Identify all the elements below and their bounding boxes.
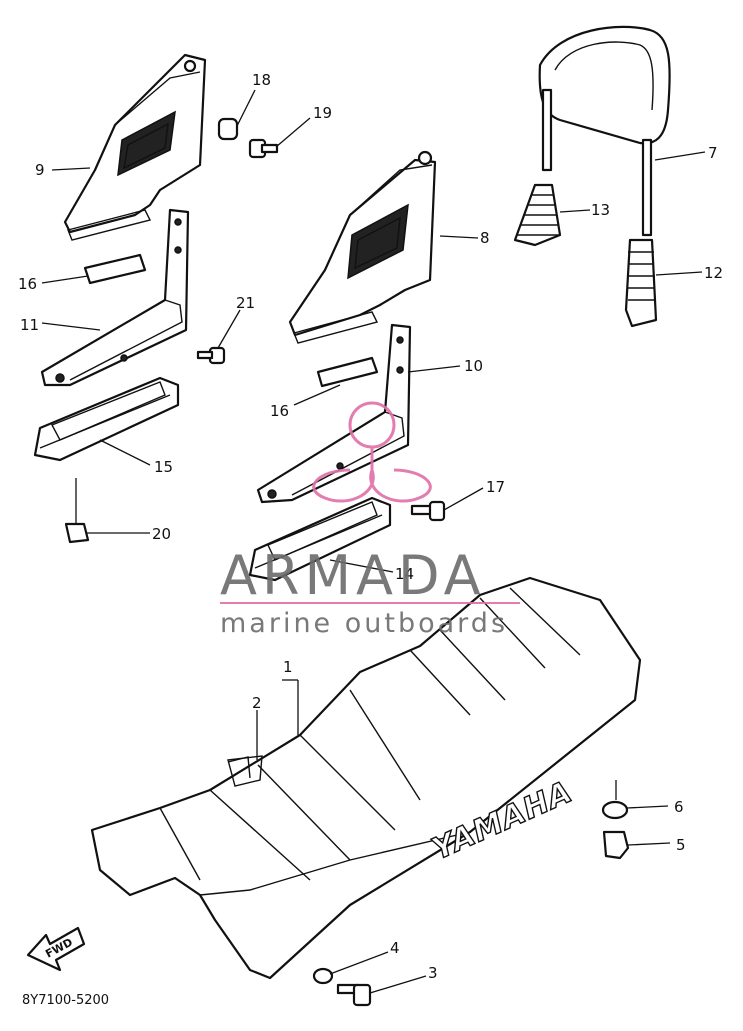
part-18-collar (217, 117, 239, 141)
part-14-pad (248, 496, 392, 582)
watermark: ARMADA marine outboards (220, 401, 520, 639)
part-11-backrest-frame (40, 208, 190, 387)
callout-labels: 1 2 3 4 5 6 7 8 9 10 11 12 13 14 15 16 1… (18, 71, 723, 982)
part-16-bracket-left (83, 253, 147, 285)
callout-8: 8 (480, 229, 490, 247)
part-17-bolt (410, 500, 446, 522)
callout-20: 20 (152, 525, 171, 543)
watermark-subtitle: marine outboards (220, 608, 508, 639)
callout-18: 18 (252, 71, 271, 89)
part-6-grommet (601, 800, 629, 820)
part-7-headrest (538, 25, 671, 237)
callout-16-left: 16 (18, 275, 37, 293)
callout-1: 1 (283, 658, 293, 676)
callout-16-right: 16 (270, 402, 289, 420)
callout-11: 11 (20, 316, 39, 334)
part-5-nut (602, 830, 630, 860)
fwd-arrow-icon: FWD (26, 926, 86, 972)
part-8-backrest-panel (288, 150, 437, 344)
part-12-boot (624, 238, 658, 328)
part-2-seat-hook (227, 756, 251, 779)
diagram-code: 8Y7100-5200 (22, 993, 109, 1008)
callout-15: 15 (154, 458, 173, 476)
part-15-pad (33, 376, 180, 462)
callout-6: 6 (674, 798, 684, 816)
part-19-bolt (248, 138, 279, 159)
part-16-bracket-right (316, 356, 379, 388)
callout-4: 4 (390, 939, 400, 957)
armada-logo-icon (312, 401, 432, 503)
callout-5: 5 (676, 836, 686, 854)
callout-14: 14 (395, 565, 414, 583)
watermark-title: ARMADA (220, 544, 486, 607)
callout-21: 21 (236, 294, 255, 312)
callout-7: 7 (708, 144, 718, 162)
callout-2: 2 (252, 694, 262, 712)
part-13-boot (513, 183, 562, 247)
part-20-grommet (64, 522, 90, 544)
callout-19: 19 (313, 104, 332, 122)
part-4-washer (312, 967, 334, 985)
part-21-bolt (196, 346, 226, 365)
part-3-bolt (336, 983, 372, 1007)
callout-12: 12 (704, 264, 723, 282)
callout-9: 9 (35, 161, 45, 179)
callout-13: 13 (591, 201, 610, 219)
callout-3: 3 (428, 964, 438, 982)
leader-lines (41, 89, 706, 994)
callout-10: 10 (464, 357, 483, 375)
callout-17: 17 (486, 478, 505, 496)
part-9-backrest-panel (63, 53, 207, 241)
